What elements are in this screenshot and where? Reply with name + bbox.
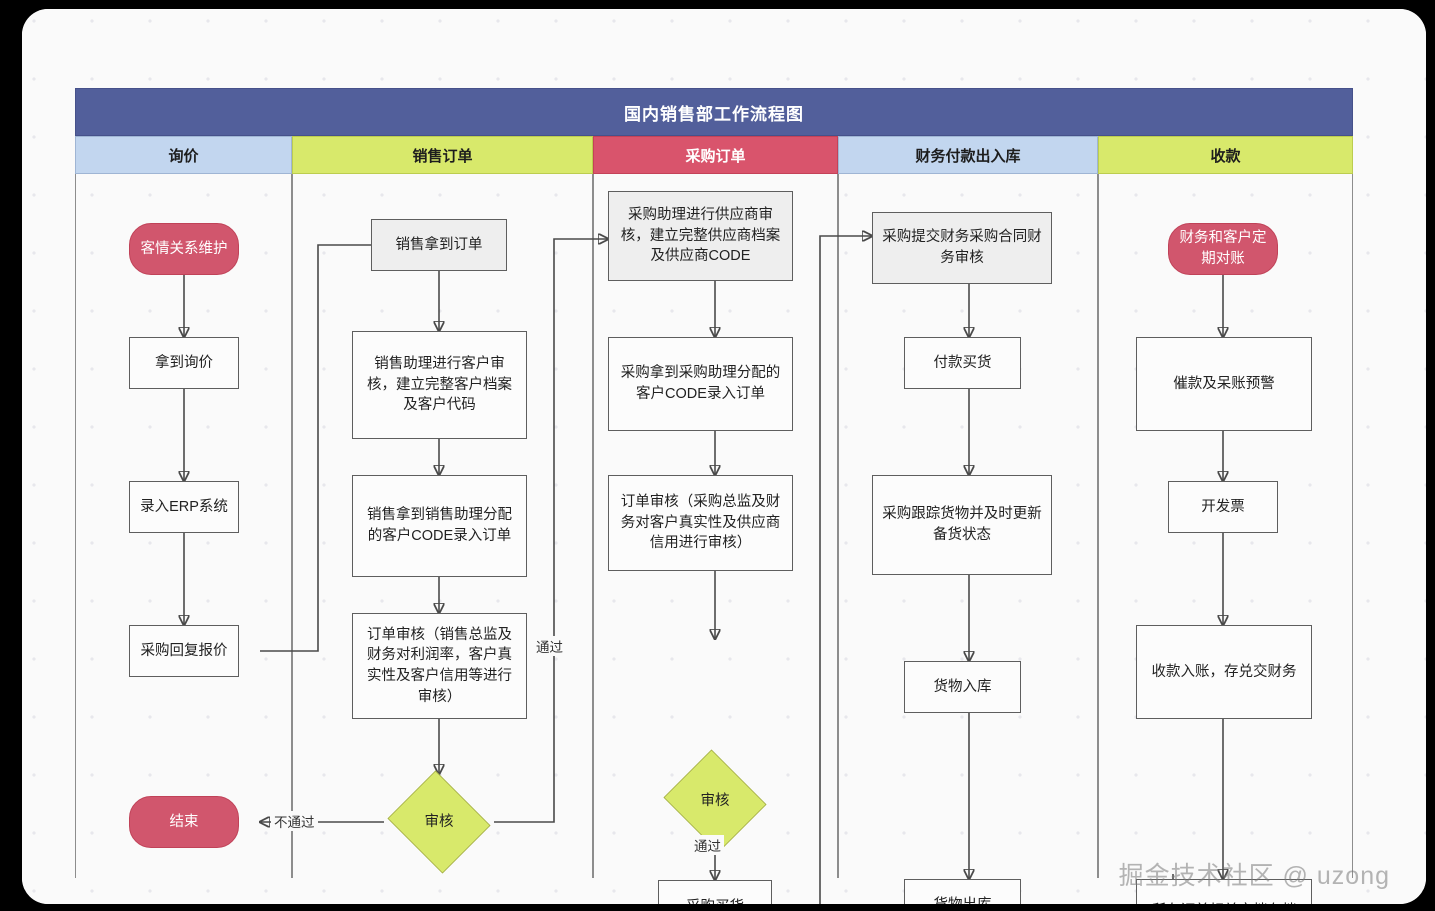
node-purchase-buy-goods[interactable]: 采购买货 <box>658 880 772 904</box>
node-purchase-decision-review[interactable]: 审核 <box>660 749 770 853</box>
node-purchase-enter-order-with-code[interactable]: 采购拿到采购助理分配的客户CODE录入订单 <box>608 337 793 431</box>
lane-header-sales-order: 销售订单 <box>292 136 593 174</box>
node-track-goods-update-status[interactable]: 采购跟踪货物并及时更新备货状态 <box>872 475 1052 575</box>
lane-column-collection <box>1098 174 1353 878</box>
node-sales-assistant-customer-audit[interactable]: 销售助理进行客户审核，建立完整客户档案及客户代码 <box>352 331 527 439</box>
node-pay-and-buy[interactable]: 付款买货 <box>904 337 1021 389</box>
node-purchase-quote-reply[interactable]: 采购回复报价 <box>129 625 239 677</box>
node-sales-enter-order-with-code[interactable]: 销售拿到销售助理分配的客户CODE录入订单 <box>352 475 527 577</box>
lane-header-finance: 财务付款出入库 <box>838 136 1098 174</box>
flowchart-title: 国内销售部工作流程图 <box>624 104 804 124</box>
node-sales-order-review[interactable]: 订单审核（销售总监及财务对利润率，客户真实性及客户信用等进行审核） <box>352 613 527 719</box>
node-goods-outbound[interactable]: 货物出库 <box>904 879 1021 904</box>
lane-header-collection: 收款 <box>1098 136 1353 174</box>
lane-header-purchase-order: 采购订单 <box>593 136 838 174</box>
flowchart-card: 国内销售部工作流程图 询价 销售订单 采购订单 财务付款出入库 收款 <box>22 9 1426 904</box>
flowchart: 国内销售部工作流程图 询价 销售订单 采购订单 财务付款出入库 收款 <box>75 88 1353 904</box>
edge-label-sales-fail: 不通过 <box>271 811 318 831</box>
node-issue-invoice[interactable]: 开发票 <box>1168 481 1278 533</box>
edge-label-purchase-pass: 通过 <box>533 636 566 656</box>
node-customer-relationship[interactable]: 客情关系维护 <box>129 223 239 275</box>
watermark: 掘金技术社区 @ uzong <box>1118 862 1390 890</box>
node-sales-decision-review[interactable]: 审核 <box>384 770 494 874</box>
flowchart-title-bar: 国内销售部工作流程图 <box>75 88 1353 136</box>
node-goods-inbound[interactable]: 货物入库 <box>904 661 1021 713</box>
node-receipt-entry-to-finance[interactable]: 收款入账，存兑交财务 <box>1136 625 1312 719</box>
node-receive-inquiry[interactable]: 拿到询价 <box>129 337 239 389</box>
lane-header-inquiry: 询价 <box>75 136 292 174</box>
node-dunning-bad-debt-alert[interactable]: 催款及呆账预警 <box>1136 337 1312 431</box>
node-purchase-order-review[interactable]: 订单审核（采购总监及财务对客户真实性及供应商信用进行审核） <box>608 475 793 571</box>
edge-label-review-pass: 通过 <box>691 835 724 855</box>
lane-header-row: 询价 销售订单 采购订单 财务付款出入库 收款 <box>75 136 1353 174</box>
node-end[interactable]: 结束 <box>129 796 239 848</box>
node-archive-order-documents[interactable]: 所有订单相关文档存档并编号 <box>1136 879 1312 904</box>
node-enter-erp[interactable]: 录入ERP系统 <box>129 481 239 533</box>
node-submit-contract-finance-review[interactable]: 采购提交财务采购合同财务审核 <box>872 212 1052 284</box>
node-sales-receive-order[interactable]: 销售拿到订单 <box>371 219 507 271</box>
node-finance-customer-reconciliation[interactable]: 财务和客户定期对账 <box>1168 223 1278 275</box>
node-purchase-assistant-supplier-audit[interactable]: 采购助理进行供应商审核，建立完整供应商档案及供应商CODE <box>608 191 793 281</box>
lane-body-row: 客情关系维护 拿到询价 录入ERP系统 采购回复报价 结束 销售拿到订单 销售助… <box>75 174 1353 904</box>
